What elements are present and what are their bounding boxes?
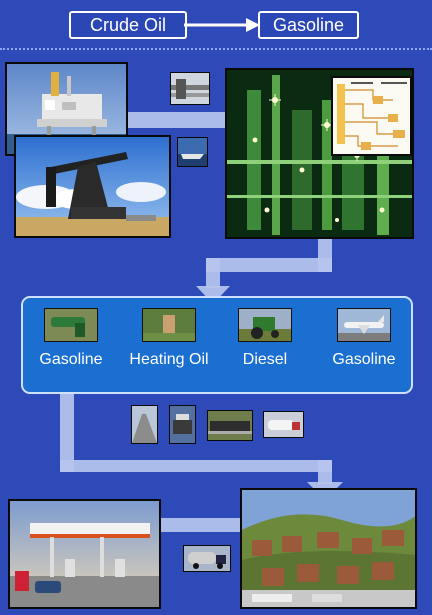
refinery-schematic-inset	[331, 76, 412, 156]
airplane-icon	[337, 308, 391, 342]
product-heating-oil: Heating Oil	[127, 308, 211, 369]
product-heating-oil-label: Heating Oil	[129, 351, 209, 368]
heating-oil-delivery-icon	[142, 308, 196, 342]
tank-truck-thumbnail	[263, 411, 304, 438]
tanker-truck-thumbnail	[183, 545, 231, 572]
rail-cars-thumbnail	[207, 410, 253, 441]
gas-station-photo	[8, 499, 161, 609]
product-diesel-label: Diesel	[242, 351, 288, 368]
tanker-ship-thumbnail	[177, 137, 208, 167]
tractor-icon	[238, 308, 292, 342]
product-gasoline: Gasoline	[29, 308, 113, 369]
refined-products-panel: Gasoline Heating Oil Diesel Gasoline	[21, 296, 413, 394]
pumpjack-photo	[14, 135, 171, 238]
pipeline-thumbnail	[170, 72, 210, 105]
header-divider	[0, 48, 432, 50]
product-gasoline-2: Gasoline	[322, 308, 406, 369]
product-diesel: Diesel	[223, 308, 307, 369]
storage-tank-farm-photo	[240, 488, 417, 609]
crude-oil-label: Crude Oil	[69, 11, 187, 39]
header-arrow-icon	[184, 18, 260, 32]
product-gasoline-label: Gasoline	[39, 351, 103, 368]
product-gasoline-2-label: Gasoline	[332, 351, 396, 368]
barge-thumbnail	[169, 405, 196, 444]
fuel-nozzle-icon	[44, 308, 98, 342]
gasoline-label: Gasoline	[258, 11, 359, 39]
pipeline-thumbnail-2	[131, 405, 158, 444]
